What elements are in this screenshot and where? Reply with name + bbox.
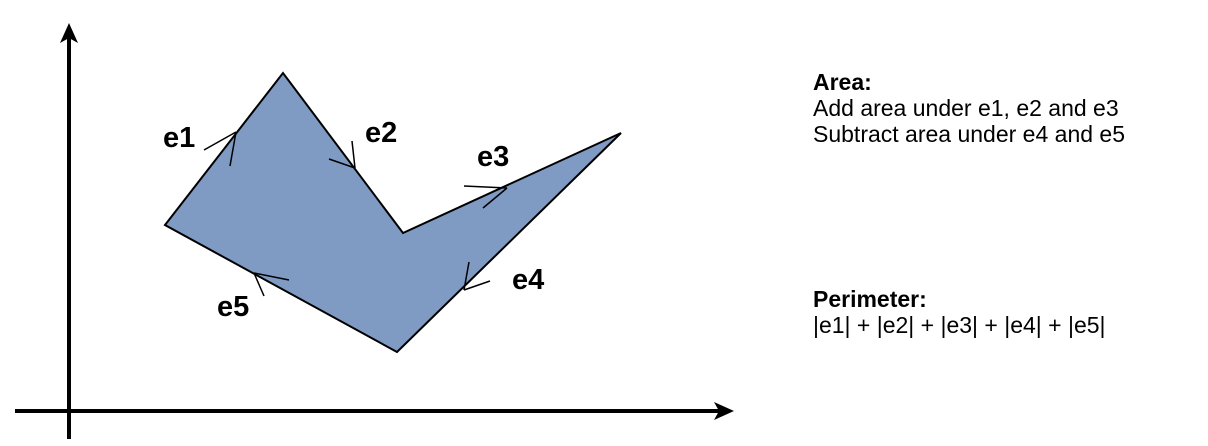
- x-axis-arrowhead: [714, 402, 734, 420]
- edge-label-e2: e2: [365, 117, 397, 149]
- area-subtract-text: Subtract area under e4 and e5: [813, 121, 1126, 147]
- edge-label-e3: e3: [477, 141, 509, 173]
- edge-label-e1: e1: [163, 122, 195, 154]
- area-heading: Area:: [813, 69, 872, 95]
- perimeter-heading: Perimeter:: [813, 286, 927, 312]
- area-add-text: Add area under e1, e2 and e3: [813, 95, 1119, 121]
- edge-e4-arrow: [463, 261, 491, 291]
- edge-e5-arrow: [253, 272, 290, 297]
- edge-e3-arrow: [463, 185, 508, 209]
- edge-e2-arrow: [328, 140, 356, 169]
- area-notes: Area: Add area under e1, e2 and e3 Subtr…: [813, 69, 1125, 147]
- edge-label-e4: e4: [512, 264, 544, 296]
- polygon-shape: [163, 71, 622, 354]
- edge-e1-arrow: [203, 131, 237, 167]
- perimeter-notes: Perimeter: |e1| + |e2| + |e3| + |e4| + |…: [813, 286, 1106, 338]
- y-axis-arrowhead: [60, 23, 78, 43]
- perimeter-formula: |e1| + |e2| + |e3| + |e4| + |e5|: [813, 312, 1106, 338]
- edge-label-e5: e5: [217, 291, 249, 323]
